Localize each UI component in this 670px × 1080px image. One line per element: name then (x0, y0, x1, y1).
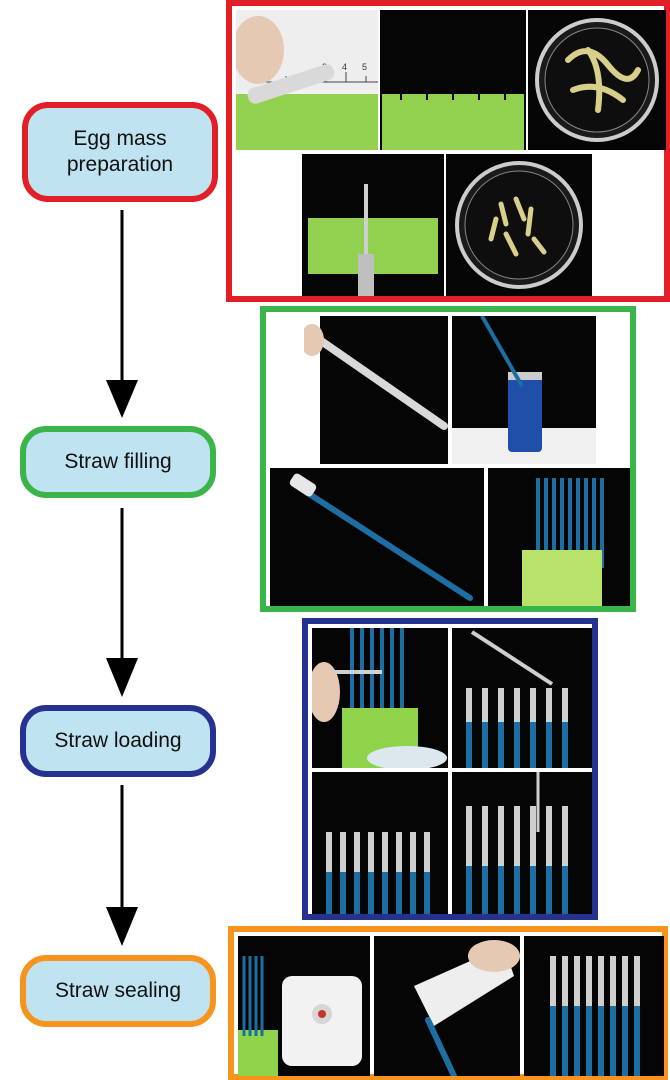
step-egg-mass-preparation: Egg mass preparation (22, 102, 218, 202)
photo-blue-solution-vial (452, 316, 596, 464)
photo-panel-preparation: 3 4 5 (226, 0, 670, 302)
ruler-tick-label: 4 (342, 62, 347, 72)
ruler-tick-label: 5 (362, 62, 367, 72)
photo-sealing-straw (374, 936, 520, 1076)
photo-panel-sealing (228, 926, 668, 1080)
photo-sealed-straws (524, 936, 664, 1076)
step-label: Straw loading (54, 729, 182, 752)
photo-panel-loading (302, 618, 598, 920)
photo-inserting-egg-mass (452, 628, 592, 768)
photo-loaded-straws-b (452, 772, 592, 914)
photo-egg-masses-dish (528, 10, 666, 150)
step-straw-filling: Straw filling (20, 426, 216, 498)
photo-filled-straw (270, 468, 484, 606)
arrow-2 (106, 508, 138, 697)
photo-straw-rack (488, 468, 630, 606)
arrow-1 (106, 210, 138, 418)
photo-ruler-marking: 3 4 5 (236, 10, 378, 150)
step-label-line1: Egg mass (73, 127, 167, 150)
photo-panel-filling (260, 306, 636, 612)
step-label: Straw filling (64, 450, 172, 473)
step-label: Straw sealing (54, 979, 182, 1002)
photo-pipette-straw (304, 316, 448, 464)
photo-cutting-paper (302, 154, 444, 296)
step-label-line2: preparation (66, 153, 174, 176)
step-straw-loading: Straw loading (20, 705, 216, 777)
photo-sealing-device (238, 936, 370, 1076)
photo-forceps-egg-mass (312, 628, 448, 768)
photo-egg-strips-dish (446, 154, 592, 296)
photo-loaded-straws-a (312, 772, 448, 914)
step-straw-sealing: Straw sealing (20, 955, 216, 1027)
arrow-3 (106, 785, 138, 946)
photo-marked-paper (380, 10, 526, 150)
